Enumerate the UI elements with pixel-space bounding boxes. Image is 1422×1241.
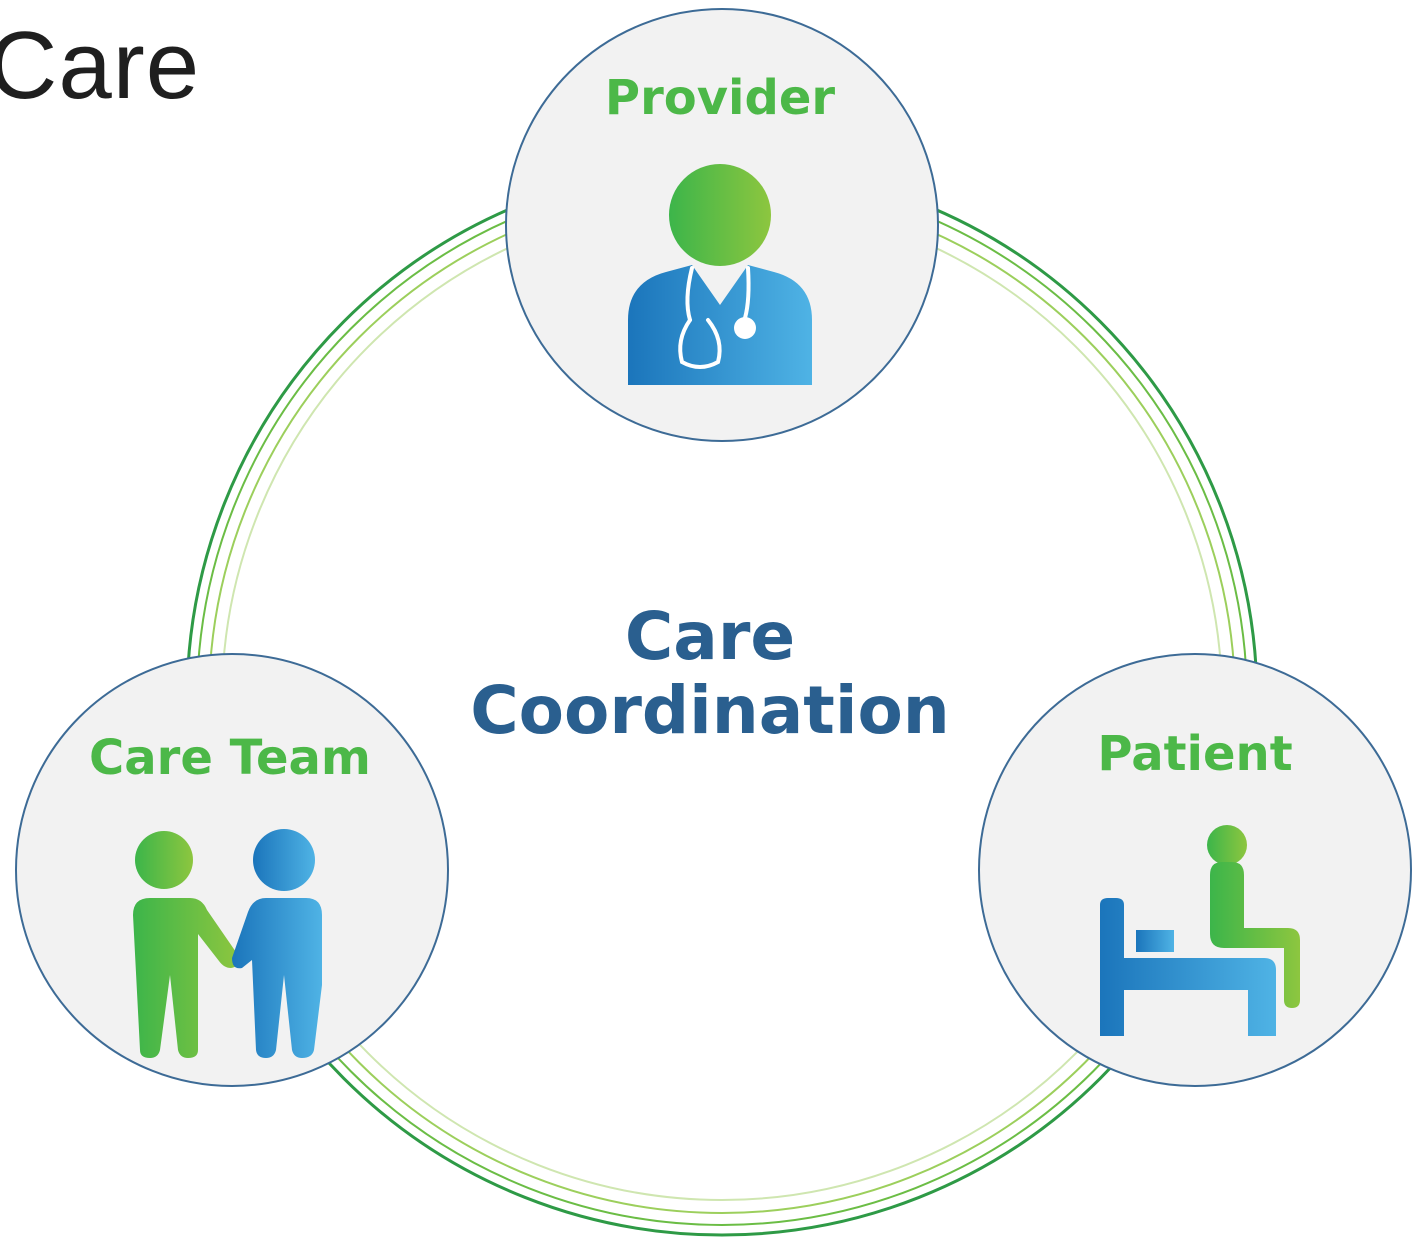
page-title-partial: Care xyxy=(0,12,201,119)
doctor-with-stethoscope-icon xyxy=(628,164,812,385)
care-team-label: Care Team xyxy=(89,730,371,786)
node-care-team-circle xyxy=(15,653,449,1087)
center-title-line-2: Coordination xyxy=(470,671,950,749)
node-provider xyxy=(505,8,939,442)
patient-label: Patient xyxy=(1097,726,1293,782)
center-title-line-1: Care xyxy=(624,598,796,675)
center-title: Care Coordination xyxy=(420,600,1000,748)
node-patient-circle xyxy=(978,653,1412,1087)
node-care-team xyxy=(15,653,449,1087)
provider-label: Provider xyxy=(604,70,836,126)
person-sitting-beside-bed-icon xyxy=(1100,825,1300,1036)
node-patient xyxy=(978,653,1412,1087)
two-people-holding-hands-icon xyxy=(133,829,322,1058)
